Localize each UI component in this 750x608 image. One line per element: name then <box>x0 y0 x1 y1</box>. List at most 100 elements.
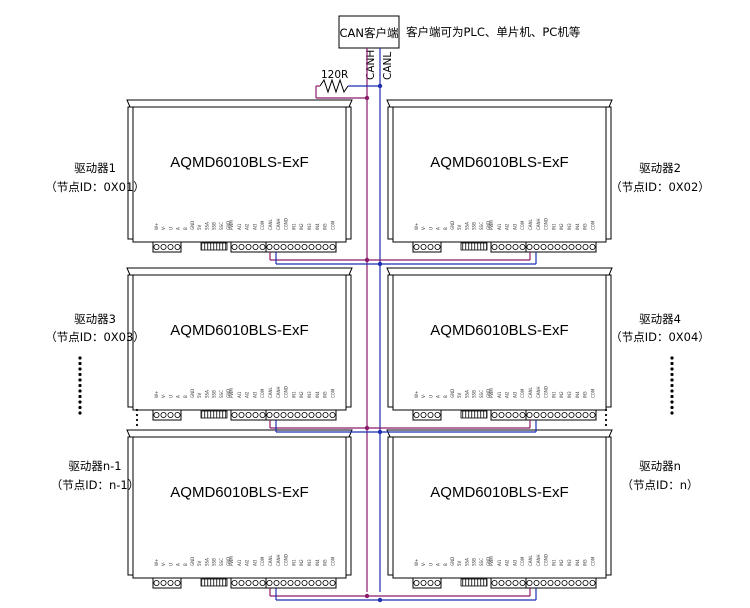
pin-label: SSA <box>204 558 209 566</box>
driver-side-fin-right <box>605 106 612 240</box>
continuation-dots-small <box>135 408 139 412</box>
pin-label: IN1 <box>551 559 556 566</box>
terminal-screw <box>540 411 547 418</box>
terminal-screw <box>174 243 181 250</box>
pin-label: COM <box>330 220 335 230</box>
driver-flange <box>126 429 353 438</box>
pin-label: AI2 <box>505 223 510 230</box>
terminal-screw <box>540 243 547 250</box>
pin-label: IN1 <box>291 559 296 566</box>
pin-label: IN1 <box>291 223 296 230</box>
continuation-dots-left <box>78 394 82 399</box>
driver-body <box>132 436 347 579</box>
driver-side-fin-right <box>345 436 352 576</box>
driver-flange <box>386 429 613 438</box>
pin-label: IN4 <box>315 223 320 230</box>
pin-label: B <box>443 227 448 230</box>
driver-body <box>132 106 347 243</box>
termination-resistor: 120R <box>319 69 349 94</box>
pin-label: GND <box>226 221 231 230</box>
junction-dot <box>377 83 383 89</box>
terminal-screw <box>167 411 174 418</box>
terminal-screw <box>160 580 167 587</box>
pin-label: IN5 <box>583 559 588 566</box>
continuation-dots-small <box>135 423 139 427</box>
pin-label: PWM <box>489 556 494 566</box>
terminal-screw <box>575 243 582 250</box>
pin-label: CANH <box>276 218 281 230</box>
pin-label: AI3 <box>512 223 517 230</box>
pin-label: COM <box>520 556 525 566</box>
pin-label: U <box>428 563 433 566</box>
pin-label: CANH <box>276 554 281 566</box>
terminal-screw <box>301 411 308 418</box>
terminal-screw <box>512 243 519 250</box>
pin-label: SSB <box>212 390 217 398</box>
terminal-screw <box>301 243 308 250</box>
motor-terminal-block <box>412 409 442 421</box>
terminal-housing <box>152 409 182 421</box>
terminal-screw <box>238 580 245 587</box>
terminal-screw <box>153 411 160 418</box>
terminal-screw <box>554 580 561 587</box>
terminal-screw <box>434 580 441 587</box>
terminal-screw <box>427 411 434 418</box>
terminal-screw <box>315 411 322 418</box>
pin-label: A <box>436 395 441 398</box>
pin-label: IN5 <box>323 391 328 398</box>
terminal-screw <box>505 243 512 250</box>
pin-label: IN3 <box>307 559 312 566</box>
pin-label: COM <box>260 388 265 398</box>
terminal-screw <box>308 411 315 418</box>
terminal-screw <box>322 411 329 418</box>
pin-label: CANH <box>276 386 281 398</box>
terminal-housing <box>525 241 597 253</box>
control-terminal-block-a <box>490 577 527 589</box>
terminal-screw <box>160 411 167 418</box>
driver-name-label: 驱动器n <box>639 459 681 473</box>
driver-body <box>392 436 607 579</box>
pin-label: GND <box>190 221 195 230</box>
junction-dot <box>377 429 383 435</box>
continuation-dots-left <box>78 405 82 410</box>
terminal-screw <box>561 243 568 250</box>
hall-connector <box>200 410 228 419</box>
terminal-screw <box>266 580 273 587</box>
pin-label: SSA <box>464 558 469 566</box>
terminal-screw <box>491 411 498 418</box>
driver-side-fin-right <box>345 106 352 240</box>
junction-dot <box>377 261 383 267</box>
terminal-screw <box>547 411 554 418</box>
driver-model-label: AQMD6010BLS-ExF <box>170 154 308 171</box>
pin-label: IN3 <box>307 223 312 230</box>
terminal-screw <box>519 243 526 250</box>
control-terminal-block-b <box>525 577 597 589</box>
terminal-screw <box>167 243 174 250</box>
terminal-screw <box>294 243 301 250</box>
terminal-housing <box>412 241 442 253</box>
terminal-housing <box>152 241 182 253</box>
driver-side-fin-right <box>605 436 612 576</box>
control-terminal-block-b <box>525 241 597 253</box>
hall-connector <box>200 578 228 587</box>
continuation-dots-right <box>670 394 674 399</box>
pin-label: AI1 <box>497 223 502 230</box>
pin-label: 5V <box>197 224 202 230</box>
pin-label: V- <box>421 561 426 566</box>
pin-label: IN5 <box>583 223 588 230</box>
pin-label: B <box>183 227 188 230</box>
pin-label: COM <box>590 220 595 230</box>
pin-label: SSA <box>204 390 209 398</box>
hall-connector <box>460 410 488 419</box>
terminal-housing <box>412 577 442 589</box>
pin-label: A <box>176 227 181 230</box>
terminal-housing <box>412 409 442 421</box>
terminal-screw <box>329 243 336 250</box>
pin-label: CANH <box>536 554 541 566</box>
terminal-screw <box>554 243 561 250</box>
terminal-screw <box>512 580 519 587</box>
pin-label: AI3 <box>252 391 257 398</box>
terminal-screw <box>498 580 505 587</box>
